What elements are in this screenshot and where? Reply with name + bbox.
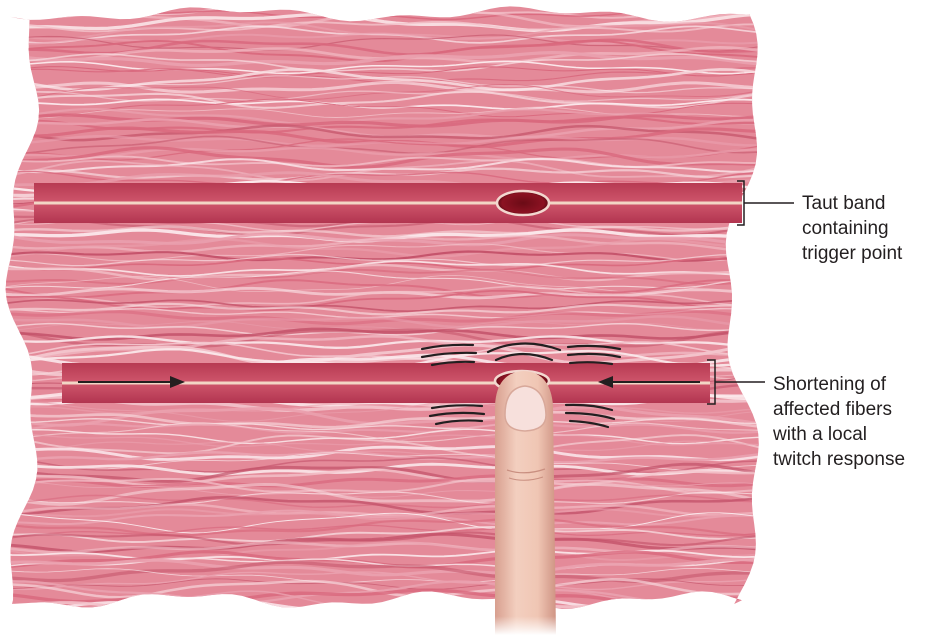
muscle-fiber: [0, 611, 780, 622]
finger-icon: [488, 371, 560, 635]
taut-band-label: Taut band containing trigger point: [802, 191, 902, 266]
shortening-label: Shortening of affected fibers with a loc…: [773, 372, 905, 472]
trigger-point: [497, 191, 549, 215]
label-line: containing: [802, 216, 902, 241]
label-line: trigger point: [802, 241, 902, 266]
label-line: with a local: [773, 422, 905, 447]
muscle-fiber: [0, 614, 780, 628]
muscle-fiber: [0, 602, 780, 616]
muscle-fiber: [0, 3, 780, 17]
muscle-fiber: [0, 603, 780, 623]
label-line: affected fibers: [773, 397, 905, 422]
label-line: Shortening of: [773, 372, 905, 397]
label-line: twitch response: [773, 447, 905, 472]
taut-band-upper: [34, 183, 742, 223]
label-line: Taut band: [802, 191, 902, 216]
